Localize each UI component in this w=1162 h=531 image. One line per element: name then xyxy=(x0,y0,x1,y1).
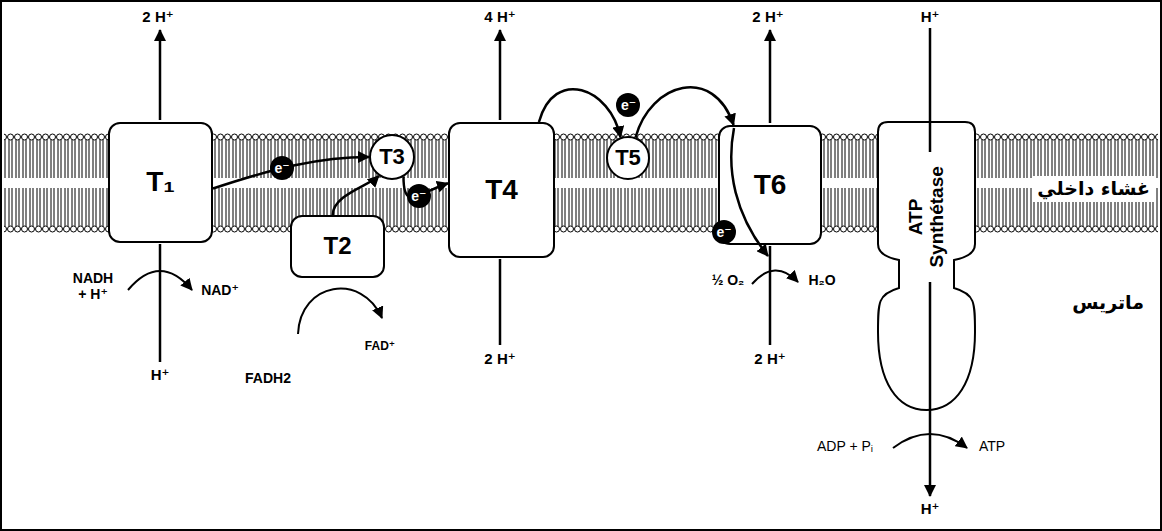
reaction-arrow xyxy=(128,271,192,290)
ion-label: H⁺ xyxy=(919,8,942,25)
proton-arrow xyxy=(929,410,932,496)
reaction-arrow xyxy=(298,289,382,334)
enzyme-circle: T3 xyxy=(369,134,415,180)
node-label: T4 xyxy=(485,175,518,206)
atp-synthase: ATP Synthétase xyxy=(878,122,975,410)
ion-label: NAD⁺ xyxy=(199,282,241,298)
proton-arrow xyxy=(769,30,772,123)
proton-line xyxy=(499,259,502,345)
ion-label: 2 H⁺ xyxy=(140,8,175,25)
ion-label: 2 H⁺ xyxy=(752,350,787,367)
node-label: T3 xyxy=(379,145,405,169)
electron-badge: e⁻ xyxy=(712,220,736,244)
proton-line xyxy=(929,282,932,410)
ion-label: 4 H⁺ xyxy=(482,8,517,25)
electron-arrow xyxy=(213,157,369,189)
enzyme-box: T2 xyxy=(290,215,385,278)
ion-label: 2 H⁺ xyxy=(750,8,785,25)
ion-label: ADP + Pᵢ xyxy=(815,438,875,454)
enzyme-box: T4 xyxy=(448,122,555,258)
node-label: T₁ xyxy=(146,167,175,198)
electron-arrow xyxy=(333,176,379,215)
node-label: ATP Synthétase xyxy=(906,158,948,276)
proton-line xyxy=(769,246,772,345)
proton-line xyxy=(929,122,932,152)
electron-badge: e⁻ xyxy=(407,184,431,208)
ion-label: NADH + H⁺ xyxy=(65,270,121,302)
ion-label: 2 H⁺ xyxy=(482,350,517,367)
node-label: T6 xyxy=(754,170,787,201)
reaction-arrow xyxy=(893,434,967,448)
ion-label: H₂O xyxy=(806,272,837,288)
ion-label: H⁺ xyxy=(919,500,942,517)
proton-arrow xyxy=(499,30,502,120)
ion-label: ½ O₂ xyxy=(710,272,747,288)
proton-line xyxy=(159,244,162,362)
enzyme-circle: T5 xyxy=(606,136,650,180)
ion-label: FAD⁺ xyxy=(363,340,397,354)
ion-label: FADH2 xyxy=(243,370,293,386)
ion-label: ATP xyxy=(977,438,1007,454)
node-label: T5 xyxy=(615,146,641,170)
electron-badge: e⁻ xyxy=(270,156,294,180)
ion-label: H⁺ xyxy=(149,366,172,383)
node-label: T2 xyxy=(323,233,351,259)
region-label: غشاء داخلي xyxy=(1033,176,1154,202)
enzyme-box: T₁ xyxy=(108,122,213,243)
proton-arrow xyxy=(159,30,162,120)
proton-line xyxy=(929,28,932,122)
atp-synthase-shape xyxy=(878,122,975,410)
reaction-arrow xyxy=(752,270,798,284)
region-label: ماتريس xyxy=(1068,290,1148,316)
